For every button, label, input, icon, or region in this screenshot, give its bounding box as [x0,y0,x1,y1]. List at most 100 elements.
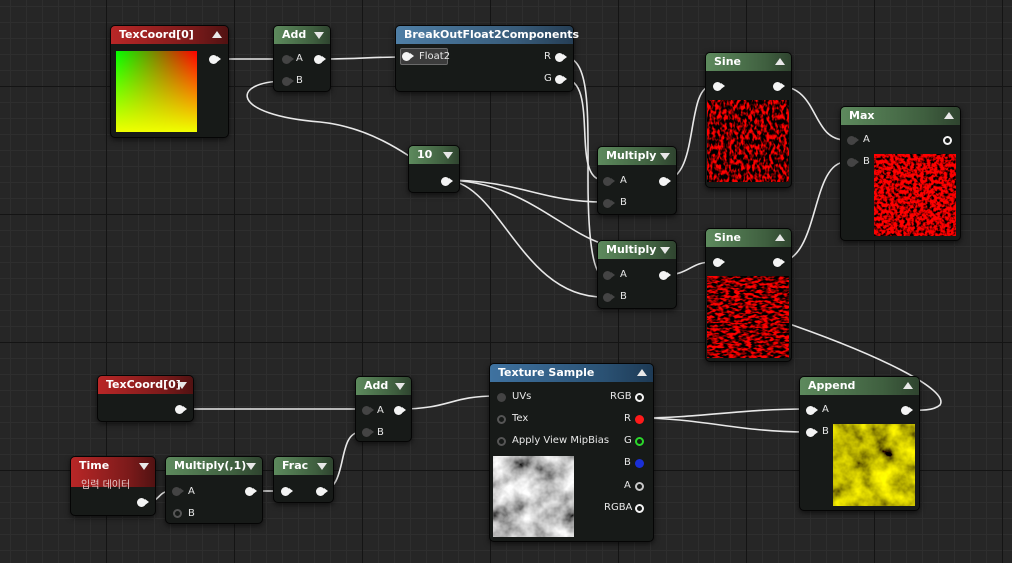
pin-label-b: B [624,457,631,468]
expand-arrow-icon[interactable] [395,383,405,390]
input-pin[interactable] [281,487,293,496]
output-pin[interactable] [394,406,406,415]
output-pin-g[interactable] [555,75,567,84]
output-pin-b[interactable] [635,459,644,468]
wire-const10-to-multiply2-b [443,179,604,298]
multiply-node-2[interactable]: Multiply A B [597,240,677,309]
expand-arrow-icon[interactable] [443,152,453,159]
input-pin-a[interactable] [806,406,818,415]
pin-label-rgb: RGB [610,391,632,402]
texcoord-preview [116,51,197,132]
texture-sample-node[interactable]: Texture Sample UVs Tex Apply View MipBia… [489,363,654,542]
output-pin[interactable] [314,55,326,64]
pin-label-a: A [296,53,303,64]
add-node-bottom[interactable]: Add A B [355,376,412,442]
collapse-arrow-icon[interactable] [775,234,785,241]
input-pin[interactable] [713,82,725,91]
append-node[interactable]: Append A B [799,376,920,511]
expand-arrow-icon[interactable] [317,463,327,470]
multiply-node-1[interactable]: Multiply A B [597,146,677,215]
output-pin[interactable] [209,55,221,64]
output-pin[interactable] [943,136,952,145]
output-pin-r[interactable] [555,53,567,62]
expand-arrow-icon[interactable] [246,463,256,470]
sine-node-2[interactable]: Sine [705,228,792,362]
input-pin-b[interactable] [806,428,818,437]
output-pin[interactable] [659,271,671,280]
constant-node-10[interactable]: 10 [408,145,460,193]
node-header: Sine [706,229,791,247]
pin-label-a: A [188,486,195,497]
input-pin-float2[interactable] [402,52,414,61]
texcoord-node-top[interactable]: TexCoord[0] [110,25,229,138]
node-header: BreakOutFloat2Components [396,26,579,44]
input-pin-b[interactable] [847,158,859,167]
pin-label-mipbias: Apply View MipBias [512,435,610,446]
pin-label-b: B [296,75,303,86]
add-node-top[interactable]: Add A B [273,25,331,92]
output-pin[interactable] [137,498,149,507]
output-pin-r[interactable] [635,415,644,424]
texcoord-node-bottom[interactable]: TexCoord[0] [97,375,194,422]
node-header: Multiply [598,241,676,259]
input-pin-b[interactable] [173,509,182,518]
breakout-float2-node[interactable]: BreakOutFloat2Components Float2 R G [395,25,579,92]
output-pin[interactable] [773,82,785,91]
input-pin[interactable] [713,258,725,267]
output-pin-rgb[interactable] [635,393,644,402]
output-pin-g[interactable] [635,437,644,446]
output-pin[interactable] [245,487,257,496]
output-pin-rgba[interactable] [635,504,644,513]
pin-label-uvs: UVs [512,391,532,402]
time-node[interactable]: Time 입력 데이터 [70,456,156,516]
output-pin[interactable] [316,487,328,496]
input-pin-b[interactable] [603,199,615,208]
input-pin-a[interactable] [603,177,615,186]
pin-label-a: A [377,405,384,416]
expand-arrow-icon[interactable] [139,463,149,470]
expand-arrow-icon[interactable] [660,153,670,160]
input-pin-a[interactable] [172,487,184,496]
frac-node[interactable]: Frac [273,456,334,503]
output-pin[interactable] [901,406,913,415]
node-header: Add [356,377,411,395]
pin-label-a: A [863,134,870,145]
output-pin[interactable] [175,405,187,414]
input-pin-a[interactable] [282,55,294,64]
collapse-arrow-icon[interactable] [775,58,785,65]
input-pin-tex[interactable] [497,415,506,424]
input-pin-uvs[interactable] [497,393,506,402]
node-header: 10 [409,146,459,164]
input-pin-b[interactable] [362,428,374,437]
collapse-arrow-icon[interactable] [903,382,913,389]
sine-preview-2 [707,276,789,358]
pin-label-tex: Tex [512,413,529,424]
input-pin-mipbias[interactable] [497,437,506,446]
node-header: Append [800,377,919,395]
input-pin-a[interactable] [362,406,374,415]
pin-label-g: G [544,73,552,84]
multiply-time-node[interactable]: Multiply(,1) A B [165,456,263,524]
expand-arrow-icon[interactable] [177,382,187,389]
pin-label-b: B [620,197,627,208]
expand-arrow-icon[interactable] [314,32,324,39]
collapse-arrow-icon[interactable] [944,112,954,119]
output-pin[interactable] [441,177,453,186]
input-pin-a[interactable] [847,136,859,145]
expand-arrow-icon[interactable] [660,247,670,254]
input-pin-a[interactable] [603,271,615,280]
pin-label-b: B [377,427,384,438]
sine-node-1[interactable]: Sine [705,52,792,188]
input-pin-b[interactable] [603,293,615,302]
pin-label-b: B [620,291,627,302]
input-pin-b[interactable] [282,77,294,86]
collapse-arrow-icon[interactable] [637,369,647,376]
collapse-arrow-icon[interactable] [212,31,222,38]
output-pin[interactable] [659,177,671,186]
max-preview [874,154,956,236]
max-node[interactable]: Max A B [840,106,961,241]
pin-label-g: G [624,435,632,446]
output-pin[interactable] [773,258,785,267]
texture-preview [493,456,574,537]
output-pin-a[interactable] [635,482,644,491]
